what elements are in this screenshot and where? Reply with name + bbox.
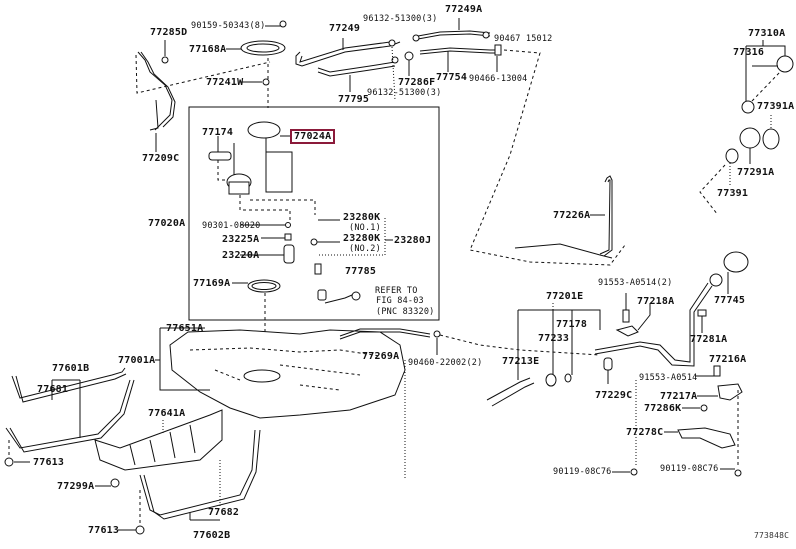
part-label-77310a[interactable]: 77310A [748,28,786,39]
strap-77681 [11,367,126,399]
clamp-77281a [697,309,707,317]
regulator-23220a [283,244,295,264]
part-label-77291a[interactable]: 77291A [737,167,775,178]
note-no2: (NO.2) [349,244,381,254]
part-label-96132-51300-bottom[interactable]: 96132-51300(3) [367,88,442,98]
part-label-77754[interactable]: 77754 [436,72,468,83]
part-label-77316[interactable]: 77316 [733,47,765,58]
insulator-77641a [94,409,223,471]
part-label-77391[interactable]: 77391 [717,188,749,199]
protector-77278c [677,427,736,449]
gasket-77169a [247,279,281,293]
part-label-90119-08c76-right[interactable]: 90119-08C76 [660,464,719,474]
bolt-91553 [622,309,630,323]
wire-harness-77209c [137,51,173,131]
part-label-77785[interactable]: 77785 [345,266,377,277]
part-label-77682[interactable]: 77682 [208,507,240,518]
part-label-77001a[interactable]: 77001A [118,355,156,366]
part-label-23280k-no1[interactable]: 23280K [343,212,381,223]
part-label-77024a-highlighted[interactable]: 77024A [289,129,336,144]
part-label-90301-08020[interactable]: 90301-08020 [202,221,261,231]
refer-note-line1: REFER TO [375,286,418,296]
fuel-cap-77310a [776,55,794,73]
clamp-77218a [615,325,639,337]
breather-tube-77226a [603,175,613,257]
part-label-23280k-no2[interactable]: 23280K [343,233,381,244]
part-label-77601b[interactable]: 77601B [52,363,90,374]
part-label-77201e[interactable]: 77201E [546,291,584,302]
part-label-96132-51300-top[interactable]: 96132-51300(3) [363,14,438,24]
fuel-pump-77024a [247,121,281,139]
part-label-77286f[interactable]: 77286F [398,77,436,88]
refer-note-line2[interactable]: FIG 84-03 [376,296,424,306]
part-label-77217a[interactable]: 77217A [660,391,698,402]
gasket-77168a [240,40,286,56]
hose-77269a [339,328,431,337]
hose-77213e [486,377,531,401]
part-label-77249a[interactable]: 77249A [445,4,483,15]
part-label-77651a[interactable]: 77651A [166,323,204,334]
part-label-77641a[interactable]: 77641A [148,408,186,419]
part-label-90159-50343[interactable]: 90159-50343(8) [191,21,266,31]
part-label-23225a[interactable]: 23225A [222,234,260,245]
part-label-23220a[interactable]: 23220A [222,250,260,261]
part-label-77213e[interactable]: 77213E [502,356,540,367]
part-label-77226a[interactable]: 77226A [553,210,591,221]
filter-77174 [208,151,232,161]
part-label-77745[interactable]: 77745 [714,295,746,306]
part-label-77278c[interactable]: 77278C [626,427,664,438]
part-label-91553-a0514[interactable]: 91553-A0514 [639,373,698,383]
part-label-77174[interactable]: 77174 [202,127,234,138]
part-label-77286k[interactable]: 77286K [644,403,682,414]
refer-note-line3: (PNC 83320) [376,307,435,317]
valve-77229c [603,357,613,371]
part-label-77249[interactable]: 77249 [329,23,361,34]
strap-77601b [5,379,131,449]
part-label-77233[interactable]: 77233 [538,333,570,344]
part-label-77281a[interactable]: 77281A [690,334,728,345]
part-label-90119-08c76-left[interactable]: 90119-08C76 [553,467,612,477]
part-label-77613-bottom[interactable]: 77613 [88,525,120,536]
hose-77795 [317,61,396,73]
clip-77285d [161,56,169,64]
part-label-91553-a0514-2[interactable]: 91553-A0514(2) [598,278,673,288]
hose-77249a [417,30,491,37]
filler-pipe-77201e [594,282,709,363]
part-label-77178[interactable]: 77178 [556,319,588,330]
part-label-90460-22002[interactable]: 90460-22002(2) [408,358,483,368]
part-label-77218a[interactable]: 77218A [637,296,675,307]
part-label-77229c[interactable]: 77229C [595,390,633,401]
part-label-77269a[interactable]: 77269A [362,351,400,362]
note-no1: (NO.1) [349,223,381,233]
part-label-77169a[interactable]: 77169A [193,278,231,289]
hose-77754 [419,47,498,52]
part-label-77020a[interactable]: 77020A [148,218,186,229]
part-label-77216a[interactable]: 77216A [709,354,747,365]
part-label-77681[interactable]: 77681 [37,384,69,395]
part-label-90466-13004[interactable]: 90466-13004 [469,74,528,84]
part-label-77285d[interactable]: 77285D [150,27,188,38]
filler-neck-77745 [723,251,749,273]
fuel-tank-77001a [169,329,406,419]
part-label-77241w[interactable]: 77241W [206,77,244,88]
part-label-77795[interactable]: 77795 [338,94,370,105]
part-label-77209c[interactable]: 77209C [142,153,180,164]
part-label-90467-15012[interactable]: 90467 15012 [494,34,553,44]
strap-77602b [139,429,256,516]
part-label-77299a[interactable]: 77299A [57,481,95,492]
pump-assembly-frame [188,106,440,321]
part-label-77168a[interactable]: 77168A [189,44,227,55]
part-label-77391a[interactable]: 77391A [757,101,795,112]
figure-code: 773848C [754,531,790,540]
hose-77249 [295,41,401,67]
part-label-23280j[interactable]: 23280J [394,235,432,246]
cap-seat-77291a [739,127,761,149]
bracket-77217a [717,383,743,401]
part-label-77613-left[interactable]: 77613 [33,457,65,468]
part-label-77602b[interactable]: 77602B [193,530,231,541]
